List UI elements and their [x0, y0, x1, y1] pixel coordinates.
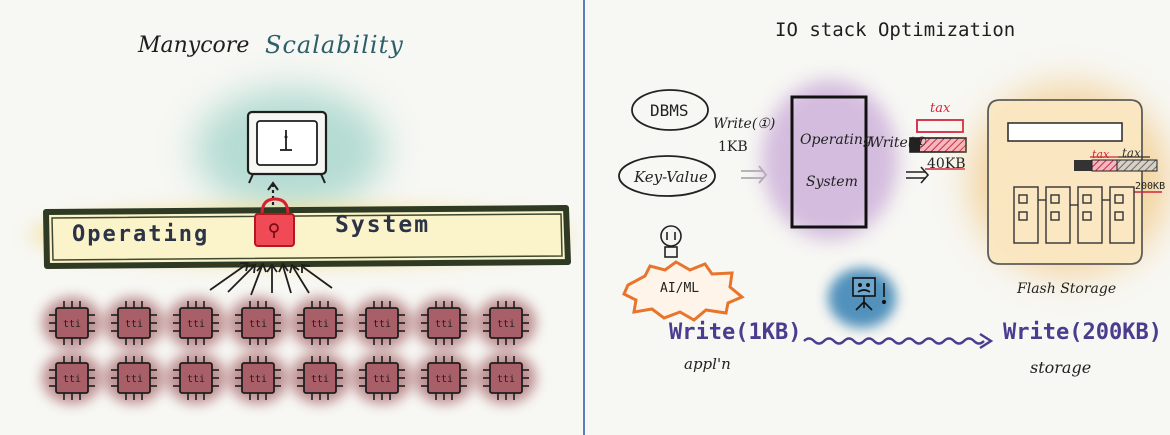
storage-write-size: 200KB	[1135, 181, 1166, 192]
cpu-chip-icon: tti	[414, 352, 474, 404]
cpu-chip-icon: tti	[290, 297, 350, 349]
cpu-chip-icon: tti	[476, 297, 536, 349]
app-write-size: 1KB	[718, 139, 748, 155]
chip-label: tti	[125, 319, 143, 330]
bar-label-operating: Operating	[72, 222, 210, 247]
tax-label: tax	[930, 101, 951, 116]
title-scalability: Scalability	[265, 31, 404, 59]
chip-label: tti	[497, 374, 515, 385]
os-label-line1: Operating	[800, 132, 872, 148]
tax-outline	[916, 119, 964, 133]
cpu-chip-icon: tti	[104, 352, 164, 404]
bar-label-system: System	[335, 212, 431, 238]
cpu-chip-icon: tti	[352, 352, 412, 404]
chip-label: tti	[497, 319, 515, 330]
chip-grid: tti tti tti tti tti tti tti tti tti tti tti tti tti t…	[42, 297, 536, 404]
title-io-stack: IO stack Optimization	[775, 19, 1016, 41]
chip-label: tti	[63, 374, 81, 385]
kv-label: Key-Value	[634, 168, 708, 186]
lightbulb-icon	[660, 225, 682, 258]
cpu-chip-icon: tti	[42, 297, 102, 349]
title-manycore: Manycore	[138, 33, 250, 58]
cpu-chip-icon: tti	[166, 297, 226, 349]
lock-icon	[254, 197, 295, 247]
dbms-bubble	[631, 89, 709, 131]
os-write-size: 40KB	[927, 156, 966, 172]
chip-label: tti	[311, 319, 329, 330]
chip-label: tti	[249, 374, 267, 385]
chip-label: tti	[435, 374, 453, 385]
cpu-chip-icon: tti	[166, 352, 226, 404]
double-arrow-icon	[906, 166, 930, 184]
os-label-line2: System	[806, 174, 858, 190]
cpu-chip-icon: tti	[228, 352, 288, 404]
bottom-label-storage: storage	[1030, 358, 1092, 377]
storage-tax-1: tax	[1092, 148, 1110, 161]
chip-label: tti	[125, 374, 143, 385]
bottom-write-right: Write(200KB)	[1003, 320, 1162, 345]
cpu-chip-icon: tti	[414, 297, 474, 349]
chip-label: tti	[373, 374, 391, 385]
aiml-burst	[622, 260, 745, 322]
blue-glow	[828, 268, 896, 328]
os-box	[790, 95, 868, 229]
chip-label: tti	[373, 319, 391, 330]
converging-arrows-icon	[209, 262, 333, 296]
purple-glow	[762, 80, 898, 240]
cpu-chip-icon: tti	[290, 352, 350, 404]
wavy-arrow-icon	[803, 337, 985, 345]
kv-bubble	[618, 155, 716, 197]
storage-tax-2: tax	[1122, 146, 1141, 160]
aiml-label: AI/ML	[660, 281, 700, 296]
dotted-arrow-icon	[267, 181, 279, 205]
cpu-chip-icon: tti	[228, 297, 288, 349]
chip-label: tti	[63, 319, 81, 330]
cpu-chip-icon: tti	[352, 297, 412, 349]
chip-label: tti	[187, 374, 205, 385]
computer-icon	[246, 110, 328, 184]
chip-label: tti	[249, 319, 267, 330]
chip-label: tti	[187, 319, 205, 330]
panel-divider	[583, 0, 585, 435]
bottom-write-left: Write(1KB)	[669, 320, 802, 345]
cpu-chip-icon: tti	[42, 352, 102, 404]
cpu-chip-icon: tti	[476, 352, 536, 404]
os-bar	[43, 205, 571, 269]
flash-storage-label: Flash Storage	[1017, 281, 1117, 297]
app-write-label: Write(①)	[713, 116, 776, 132]
flash-chips	[1013, 186, 1135, 244]
dbms-label: DBMS	[650, 101, 689, 120]
sad-computer-icon	[852, 277, 887, 311]
bottom-label-appln: appl'n	[684, 355, 731, 373]
cpu-chip-icon: tti	[104, 297, 164, 349]
gray-arrow-icon	[741, 165, 768, 184]
os-write-label: Write(①	[869, 135, 926, 151]
chip-label: tti	[311, 374, 329, 385]
chip-label: tti	[435, 319, 453, 330]
